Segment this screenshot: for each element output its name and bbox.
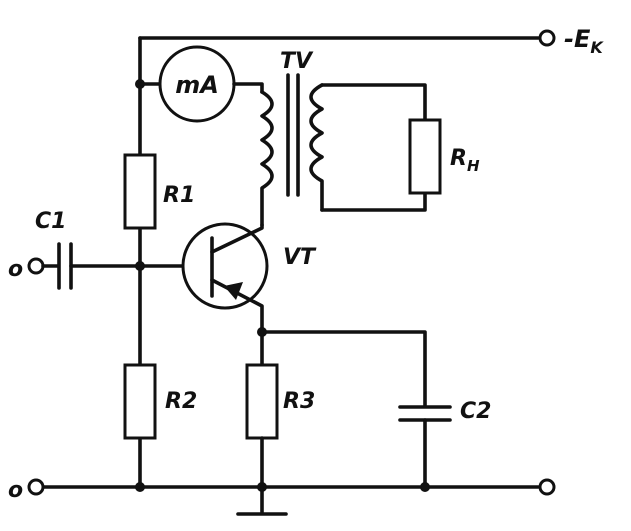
emitter-arrow	[224, 282, 243, 300]
node-ground-left	[135, 482, 145, 492]
secondary-loop-wire	[320, 83, 427, 212]
transformer-core	[286, 73, 300, 197]
input-terminal	[27, 257, 45, 275]
r1-label: R1	[163, 183, 195, 208]
r3-resistor	[245, 363, 279, 440]
r2-label: R2	[165, 389, 197, 414]
chassis-ground-symbol	[236, 485, 288, 516]
node-base	[135, 261, 145, 271]
node-ground-right	[420, 482, 430, 492]
transistor-collector-lead	[210, 223, 264, 254]
ground-terminal-right	[538, 478, 556, 496]
c2-label: C2	[460, 399, 491, 424]
transistor-envelope	[181, 222, 269, 310]
transistor-label: VT	[283, 245, 317, 270]
r1-resistor	[123, 153, 157, 230]
ground-terminal-left	[27, 478, 45, 496]
load-label: RH	[450, 146, 480, 175]
meter-right-wire	[232, 82, 264, 94]
c1-label: C1	[35, 209, 66, 234]
input-terminal-label: o	[8, 257, 23, 282]
meter-label: mA	[175, 71, 219, 99]
supply-terminal	[538, 29, 556, 47]
ground-terminal-label: o	[8, 478, 23, 503]
c2-capacitor	[398, 405, 452, 422]
transformer-primary-coil	[260, 90, 274, 227]
r3-label: R3	[283, 389, 315, 414]
r2-resistor	[123, 363, 157, 440]
emitter-to-c2-wire	[260, 330, 427, 407]
load-resistor	[408, 118, 442, 195]
transformer-label: TV	[280, 49, 314, 74]
supply-label: -EK	[564, 25, 604, 57]
transformer-secondary-coil	[309, 83, 324, 212]
